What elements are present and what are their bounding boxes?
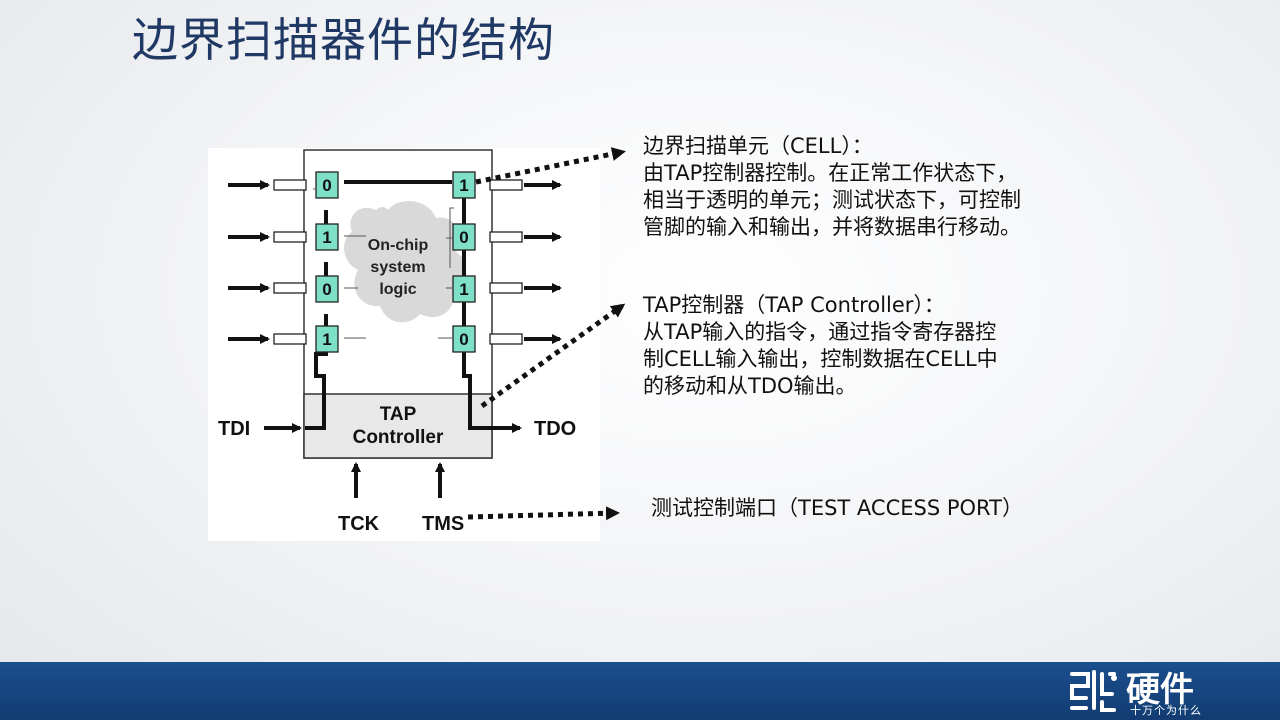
tap-annotation: TAP控制器（TAP Controller）： 从TAP输入的指令，通过指令寄存…: [643, 292, 998, 400]
tap-annotation-line: 制CELL输入输出，控制数据在CELL中: [643, 347, 998, 371]
footer-bar: 硬件 十万个为什么: [0, 662, 1280, 720]
boundary-cell: [452, 223, 476, 251]
logo-text: 硬件: [1126, 670, 1194, 710]
right-cell-column: 1 0 1 0: [452, 171, 476, 353]
cell-annotation-line: 相当于透明的单元；测试状态下，可控制: [643, 188, 1021, 212]
cell-value: 0: [322, 176, 331, 195]
tap-annotation-line: 的移动和从TDO输出。: [643, 374, 857, 398]
boundary-scan-diagram: 0 1 0 1 1 0 1 0 On-chip system logic TAP…: [208, 148, 600, 541]
boundary-cell: [452, 275, 476, 303]
tap-controller-box: [303, 393, 493, 459]
tap-annotation-line: 从TAP输入的指令，通过指令寄存器控: [643, 320, 997, 344]
boundary-cell: [315, 325, 339, 353]
port-annotation: 测试控制端口（TEST ACCESS PORT）: [651, 496, 1023, 520]
tap-annotation-line: TAP控制器（TAP Controller）：: [643, 293, 945, 317]
tdi-label: TDI: [218, 418, 250, 440]
tms-label: TMS: [422, 513, 464, 535]
boundary-cell: [452, 325, 476, 353]
tck-label: TCK: [338, 513, 380, 535]
logic-label-line: On-chip: [368, 237, 429, 254]
logic-label-line: logic: [379, 281, 416, 298]
boundary-cell: [315, 171, 339, 199]
cell-annotation-line: 管脚的输入和输出，并将数据串行移动。: [643, 215, 1021, 239]
slide-title: 边界扫描器件的结构: [132, 13, 555, 67]
cell-annotation: 边界扫描单元（CELL）： 由TAP控制器控制。在正常工作状态下， 相当于透明的…: [643, 133, 1021, 241]
cell-value: 1: [322, 330, 331, 349]
brand-logo: 硬件 十万个为什么: [1068, 664, 1228, 718]
boundary-cell: [315, 275, 339, 303]
circuit-logo-icon: [1070, 670, 1117, 712]
on-chip-logic-blob: [344, 200, 467, 323]
cell-value: 0: [459, 330, 468, 349]
diagram-svg: 0 1 0 1 1 0 1 0 On-chip system logic TAP…: [218, 149, 576, 535]
cell-annotation-line: 由TAP控制器控制。在正常工作状态下，: [643, 161, 1018, 185]
boundary-cell: [452, 171, 476, 199]
cell-annotation-line: 边界扫描单元（CELL）：: [643, 134, 873, 158]
tdo-label: TDO: [534, 418, 576, 440]
cell-value: 1: [322, 228, 331, 247]
tap-label-line: TAP: [380, 404, 417, 425]
boundary-cell: [315, 223, 339, 251]
logic-label-line: system: [370, 259, 425, 276]
cell-value: 0: [322, 280, 331, 299]
cell-value: 1: [459, 176, 468, 195]
left-cell-column: 0 1 0 1: [315, 171, 339, 353]
logo-subtext: 十万个为什么: [1130, 704, 1202, 717]
cell-value: 1: [459, 280, 468, 299]
tap-label-line: Controller: [353, 427, 444, 448]
cell-value: 0: [459, 228, 468, 247]
